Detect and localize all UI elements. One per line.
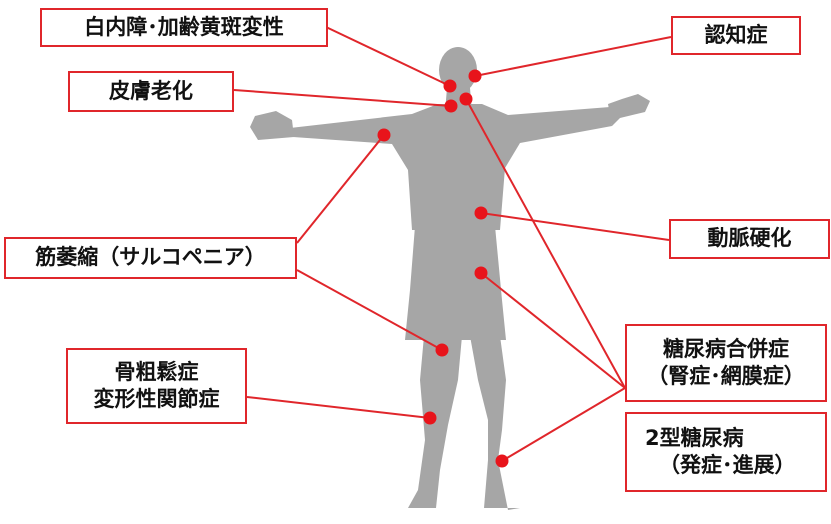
sarcopenia-line-lower: [296, 269, 443, 351]
label-text: 動脈硬化: [707, 226, 792, 251]
knee-dot: [435, 343, 449, 357]
label-skin-aging: 皮膚老化: [68, 71, 234, 112]
diabetes-line: [501, 387, 626, 462]
label-text-line1: 糖尿病合併症: [663, 336, 789, 361]
label-cataract-macular-degeneration: 白内障･加齢黄斑変性: [40, 8, 328, 47]
label-dementia: 認知症: [671, 16, 801, 55]
label-text: 皮膚老化: [109, 78, 193, 103]
human-silhouette: [250, 47, 650, 510]
neck-dot: [459, 92, 473, 106]
arteriosclerosis-line: [480, 212, 670, 241]
head-dot: [468, 69, 482, 83]
osteoporosis-line: [246, 396, 431, 419]
shin-dot: [423, 411, 437, 425]
label-text-line2: （発症･進展）: [659, 453, 796, 477]
cataract-line: [325, 26, 451, 87]
label-arteriosclerosis: 動脈硬化: [669, 219, 830, 259]
label-osteoporosis-arthritis: 骨粗鬆症 変形性関節症: [66, 348, 247, 424]
sarcopenia-line-upper: [296, 134, 385, 244]
thigh-dot: [474, 266, 488, 280]
ankle-dot: [495, 454, 509, 468]
label-sarcopenia: 筋萎縮（サルコペニア）: [4, 237, 297, 279]
dementia-line: [474, 36, 672, 77]
label-diabetic-complications: 糖尿病合併症 （腎症･網膜症）: [625, 324, 827, 402]
marker-dots: [377, 69, 509, 468]
label-text-line2: 変形性関節症: [93, 387, 220, 411]
label-text-line1: 骨粗鬆症: [114, 359, 199, 384]
abdomen-dot: [474, 206, 488, 220]
skin-aging-line: [233, 89, 452, 107]
label-text-line1: 2型糖尿病: [645, 425, 744, 450]
eye-dot: [443, 79, 457, 93]
label-text: 白内障･加齢黄斑変性: [84, 14, 284, 39]
label-text-line2: （腎症･網膜症）: [647, 364, 805, 388]
label-text: 認知症: [704, 22, 768, 47]
connector-lines: [233, 26, 672, 462]
label-type2-diabetes: 2型糖尿病 （発症･進展）: [625, 412, 827, 492]
face-dot: [444, 99, 458, 113]
complications-line-neck: [465, 98, 626, 389]
complications-line-thigh: [480, 272, 626, 389]
label-text: 筋萎縮（サルコペニア）: [35, 245, 266, 270]
shoulder-dot: [377, 128, 391, 142]
